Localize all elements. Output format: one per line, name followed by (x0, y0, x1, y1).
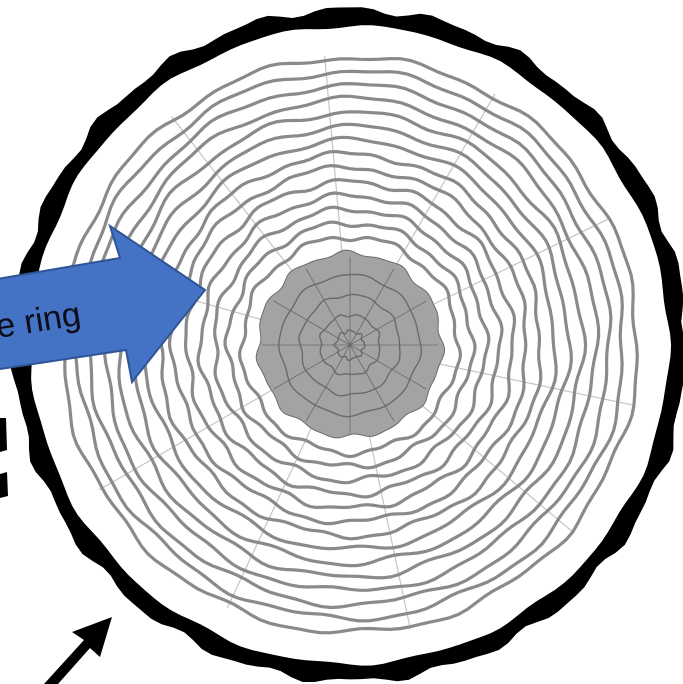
black-pointer-arrow-icon (44, 617, 112, 684)
left-edge-marks (0, 418, 8, 498)
